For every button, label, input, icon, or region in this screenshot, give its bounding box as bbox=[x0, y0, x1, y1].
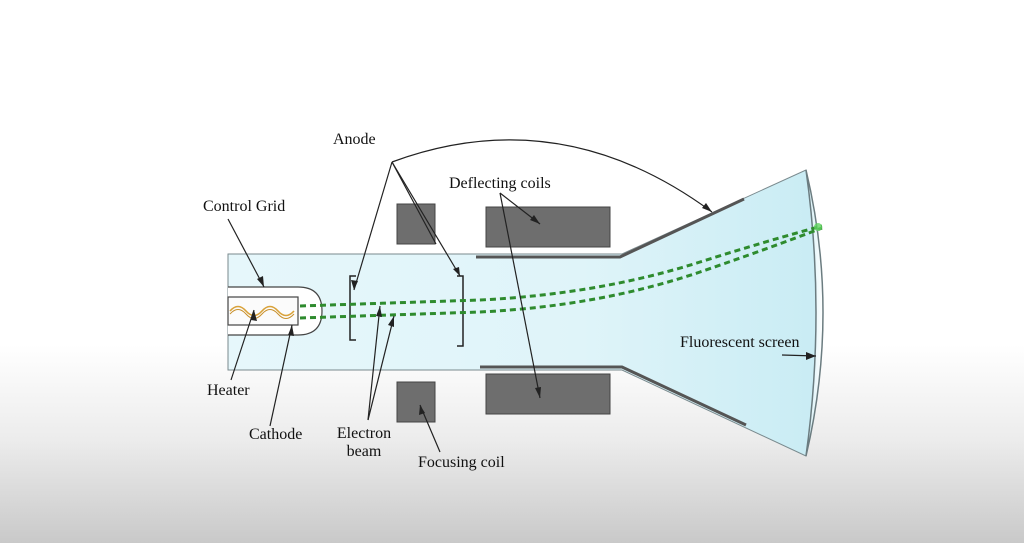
heater-arrow bbox=[251, 310, 257, 321]
anode-arrow-4 bbox=[702, 203, 712, 212]
deflect-arrow-bottom bbox=[535, 387, 541, 398]
anode-leader-1 bbox=[353, 161, 393, 291]
label-fluorescent-screen: Fluorescent screen bbox=[680, 334, 800, 351]
label-anode: Anode bbox=[333, 131, 376, 148]
electron-beam-upper bbox=[299, 224, 823, 308]
heater-leader bbox=[230, 309, 255, 381]
electron-leader-1 bbox=[367, 305, 381, 421]
deflecting-coil-bottom bbox=[485, 373, 611, 415]
label-electron-beam-line2: beam bbox=[346, 443, 382, 461]
heater-wire-2 bbox=[229, 309, 295, 319]
label-deflecting-coils: Deflecting coils bbox=[449, 175, 551, 192]
label-electron-beam-line1: Electron bbox=[336, 425, 392, 442]
anode-bracket-left bbox=[349, 275, 356, 341]
fluorescent-screen bbox=[805, 169, 824, 457]
anode-leader-curve bbox=[391, 139, 713, 213]
anode-arrow-1 bbox=[351, 280, 358, 290]
anode-arrow-2 bbox=[453, 267, 460, 276]
focus-arrow bbox=[419, 405, 425, 415]
focusing-coil-bottom bbox=[396, 381, 436, 423]
deflecting-plate-bottom bbox=[480, 365, 747, 427]
deflect-arrow-top bbox=[530, 215, 540, 224]
heater-wire bbox=[229, 305, 295, 317]
label-cathode: Cathode bbox=[249, 426, 303, 443]
electron-beam-lower bbox=[299, 226, 823, 320]
cathode-arrow bbox=[288, 325, 294, 336]
beam-spot bbox=[814, 223, 822, 231]
label-focusing-coil: Focusing coil bbox=[418, 454, 505, 471]
label-electron-beam: Electron beam bbox=[337, 425, 391, 462]
label-control-grid: Control Grid bbox=[203, 198, 286, 215]
electron-leader-2 bbox=[367, 315, 395, 421]
electron-arrow-1 bbox=[376, 306, 382, 317]
deflecting-leader-bottom bbox=[499, 192, 541, 399]
deflecting-coil-top bbox=[485, 206, 611, 248]
control-grid-leader bbox=[227, 218, 265, 288]
grid-arrow bbox=[257, 276, 264, 287]
cathode-leader bbox=[269, 324, 293, 427]
label-heater: Heater bbox=[207, 382, 250, 399]
electron-arrow-2 bbox=[388, 316, 394, 327]
anode-leader-3 bbox=[391, 161, 437, 245]
anode-leader-2 bbox=[391, 161, 461, 277]
screen-arrow bbox=[806, 352, 816, 360]
deflecting-plate-top bbox=[476, 197, 745, 259]
